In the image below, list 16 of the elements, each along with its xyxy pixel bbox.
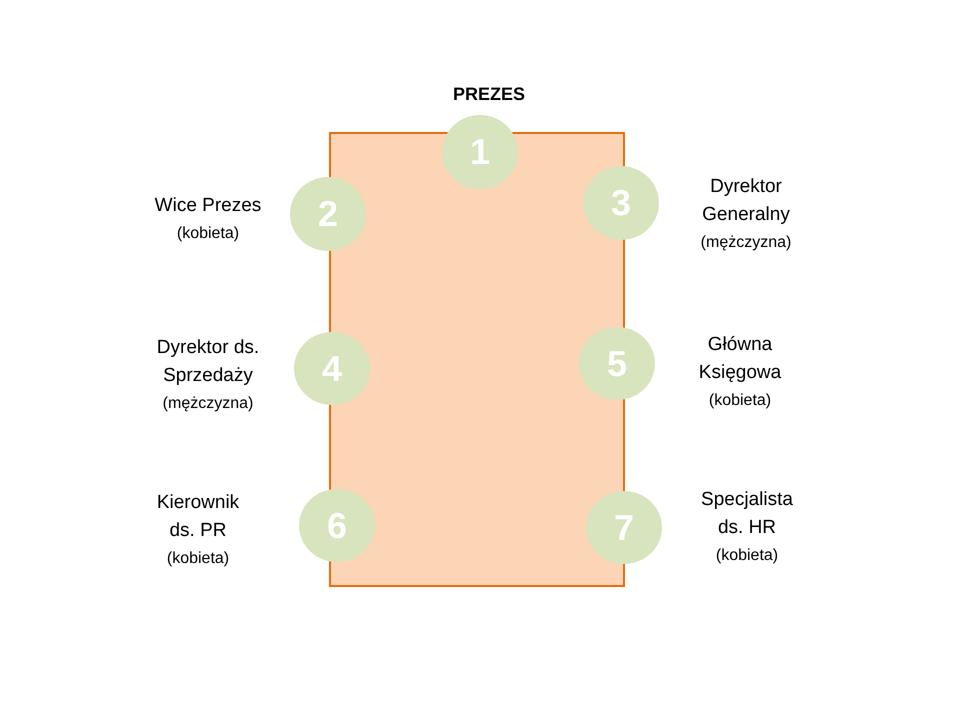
gender-note: (kobieta) xyxy=(716,546,778,566)
seat-circle: 4 xyxy=(294,332,370,405)
role-label: Dyrektor Generalny xyxy=(701,175,791,227)
gender-note: (kobieta) xyxy=(708,391,772,411)
role-label: Wice Prezes xyxy=(154,194,262,218)
gender-note: (mężczyzna) xyxy=(162,394,254,414)
role-label: Dyrektor ds. Sprzedaży xyxy=(156,336,260,388)
seat-circle: 2 xyxy=(290,177,366,251)
role-label: PREZES xyxy=(452,83,526,106)
role-label: Specjalista ds. HR xyxy=(700,488,794,540)
role-label: Główna Księgowa xyxy=(698,333,782,385)
gender-note: (mężczyzna) xyxy=(700,233,792,253)
role-label: Kierownik ds. PR xyxy=(156,491,240,543)
gender-note: (kobieta) xyxy=(166,549,230,569)
seat-circle: 6 xyxy=(299,489,375,562)
gender-note: (kobieta) xyxy=(176,224,240,244)
